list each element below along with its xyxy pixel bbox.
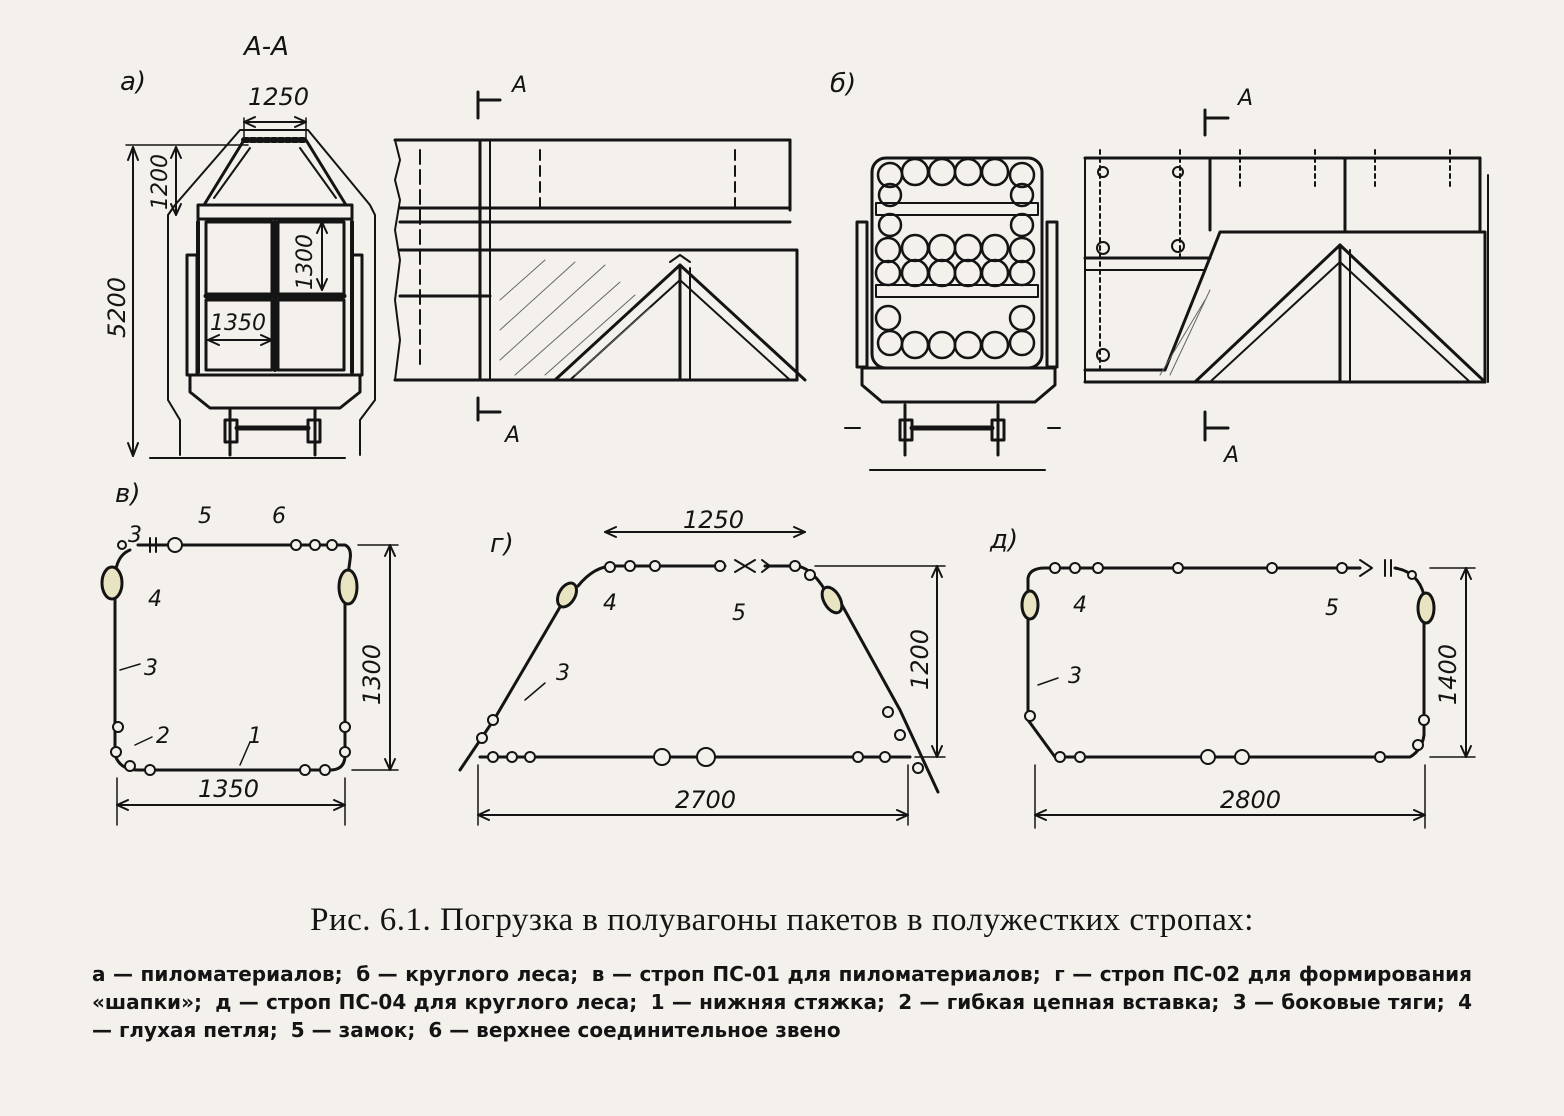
panel-a-end-view [125,116,376,459]
panel-g-sling [458,526,946,826]
dim-v-1300: 1300 [358,644,386,705]
legend-item-3: 3 — боковые тяги; [1232,990,1445,1014]
legend-item-6: 6 — верхнее соединительное звено [428,1018,841,1042]
dim-g-2700: 2700 [675,786,736,814]
legend-item-1: 1 — нижняя стяжка; [650,990,885,1014]
part-v-3-top: 3 [128,523,142,548]
figure-caption: Рис. 6.1. Погрузка в полувагоны пакетов … [310,902,1254,938]
cut-mark-a-top: А [510,73,527,98]
dim-a-1300: 1300 [293,234,318,290]
panel-g-label: г) [490,529,514,559]
part-v-1: 1 [248,724,262,749]
panel-v-sling [100,537,399,826]
dim-d-2800: 2800 [1220,786,1281,814]
panel-d-label: д) [989,525,1018,555]
dim-a-1200: 1200 [148,154,173,210]
panel-b-label: б) [830,69,856,99]
panel-d-sling [1020,559,1476,829]
section-title: А-А [242,32,289,62]
cut-mark-b-top: А [1236,86,1253,111]
legend-item-2: 2 — гибкая цепная вставка; [898,990,1220,1014]
part-v-3-side: 3 [144,656,158,681]
dim-a-5200: 5200 [103,277,131,338]
panel-v-label: в) [115,479,140,509]
dim-d-1400: 1400 [1434,644,1462,705]
dim-v-1350: 1350 [198,775,259,803]
dim-g-1250: 1250 [683,506,744,534]
panel-b-end-view [844,156,1061,471]
part-d-5: 5 [1325,596,1339,621]
cut-mark-a-bottom: А [503,423,520,448]
figure-drawing: а) А-А 1250 1200 5200 1300 1350 А А б) А… [100,32,1489,829]
part-g-3: 3 [556,661,570,686]
legend-item-v: в — строп ПС-01 для пиломатериалов; [591,962,1041,986]
panel-a-side-view [393,90,807,422]
part-v-2: 2 [156,724,170,749]
legend-item-g: г — строп ПС-02 для формирования «шапки»… [92,962,1473,1014]
legend-item-4: 4 — глухая петля; [92,990,1473,1042]
dim-a-1250: 1250 [248,83,309,111]
legend-item-d: д — строп ПС-04 для круглого леса; [215,990,638,1014]
part-v-4: 4 [148,587,162,612]
part-v-6: 6 [272,504,286,529]
part-d-3: 3 [1068,664,1082,689]
dim-g-1200: 1200 [906,629,934,690]
panel-a-label: а) [120,67,146,97]
part-g-4: 4 [603,591,617,616]
legend-item-a: а — пиломатериалов; [92,962,343,986]
panel-b-side-view [1083,108,1489,442]
part-v-5: 5 [198,504,212,529]
part-d-4: 4 [1073,593,1087,618]
legend-item-b: б — круглого леса; [356,962,579,986]
dim-a-1350: 1350 [210,311,266,336]
cut-mark-b-bottom: А [1222,443,1239,468]
legend-item-5: 5 — замок; [290,1018,416,1042]
part-g-5: 5 [732,601,746,626]
figure-legend: а — пиломатериалов; б — круглого леса; в… [92,960,1472,1044]
